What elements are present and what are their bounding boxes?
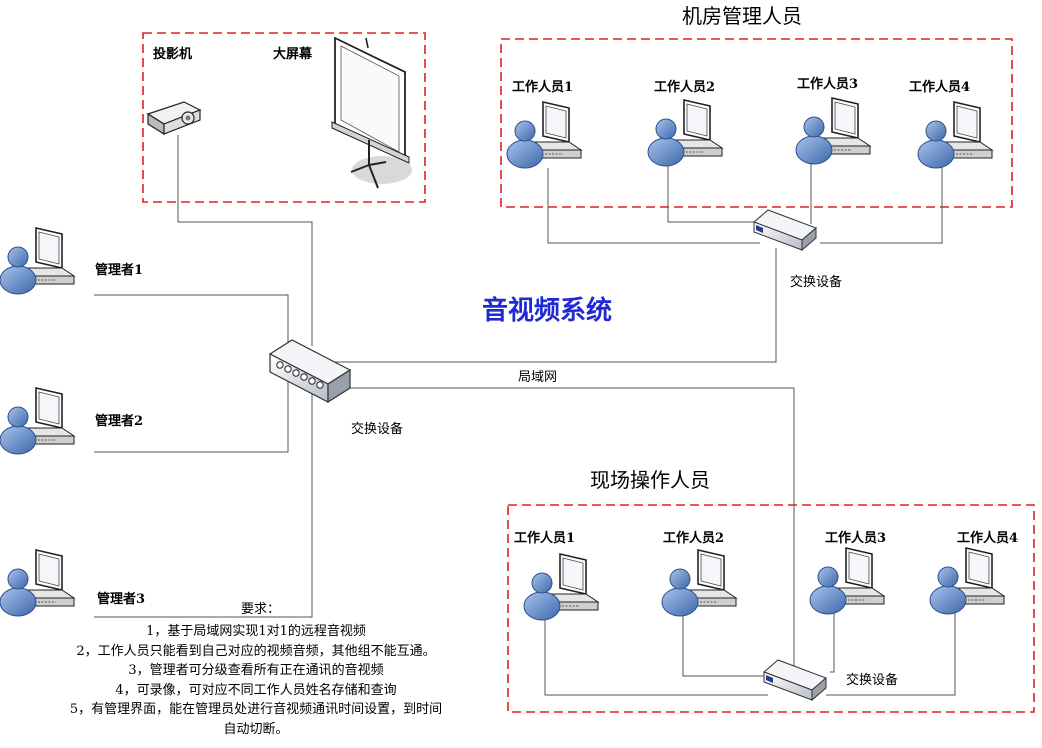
control-room-worker-4-station (918, 102, 992, 168)
control-room-worker-2-station (648, 100, 722, 166)
control-room-worker-1-label: 工作人员1 (512, 80, 574, 95)
requirement-item: 自动切断。 (223, 721, 289, 737)
field-worker-2-station (662, 550, 736, 616)
central-switch-icon (268, 339, 352, 404)
field-worker-2-label: 工作人员2 (663, 531, 725, 546)
requirement-item: 2，工作人员只能看到自己对应的视频音频，其他组不能互通。 (76, 643, 436, 659)
field-worker-4-station (930, 548, 1004, 614)
manager-3-label: 管理者3 (97, 592, 146, 607)
requirement-item: 1，基于局域网实现1对1的远程音视频 (146, 624, 366, 639)
control-room-title: 机房管理人员 (682, 4, 802, 28)
control-room-worker-3-station (796, 98, 870, 164)
control-room-worker-3-label: 工作人员3 (797, 77, 859, 92)
field-worker-3-label: 工作人员3 (825, 531, 887, 546)
control-room-switch-label: 交换设备 (790, 275, 843, 290)
screen-label: 大屏幕 (273, 47, 313, 62)
projector-icon (146, 101, 202, 136)
field-group-border (507, 504, 1035, 713)
field-worker-4-label: 工作人员4 (957, 531, 1019, 546)
control-room-border (500, 38, 1013, 208)
requirement-item: 3，管理者可分级查看所有正在通讯的音视频 (128, 663, 384, 678)
system-title: 音视频系统 (482, 296, 613, 326)
manager-2-station (0, 388, 74, 454)
field-worker-1-station (524, 554, 598, 620)
display-group-border (142, 32, 426, 203)
requirements-heading: 要求： (241, 602, 281, 617)
control-room-worker-4-label: 工作人员4 (909, 80, 971, 95)
control-room-worker-2-label: 工作人员2 (654, 80, 716, 95)
manager-1-station (0, 228, 74, 294)
field-worker-3-station (810, 548, 884, 614)
requirements-list: 1，基于局域网实现1对1的远程音视频 2，工作人员只能看到自己对应的视频音频，其… (0, 622, 512, 739)
manager-1-label: 管理者1 (95, 263, 144, 278)
connection-lines (94, 135, 956, 696)
field-switch-label: 交换设备 (846, 673, 899, 688)
field-worker-1-label: 工作人员1 (514, 531, 576, 546)
projection-screen-icon (331, 36, 412, 189)
control-room-worker-1-station (507, 102, 581, 168)
requirement-item: 4，可录像，可对应不同工作人员姓名存储和查询 (115, 682, 397, 698)
lan-label: 局域网 (518, 370, 558, 385)
requirement-item: 5，有管理界面，能在管理员处进行音视频通讯时间设置，到时间 (69, 702, 443, 717)
manager-2-label: 管理者2 (95, 414, 144, 429)
control-room-switch-icon (753, 209, 817, 251)
field-switch-icon (763, 659, 827, 701)
field-title: 现场操作人员 (590, 468, 710, 492)
projector-label: 投影机 (153, 47, 193, 62)
manager-3-station (0, 550, 74, 616)
central-switch-label: 交换设备 (351, 422, 404, 437)
